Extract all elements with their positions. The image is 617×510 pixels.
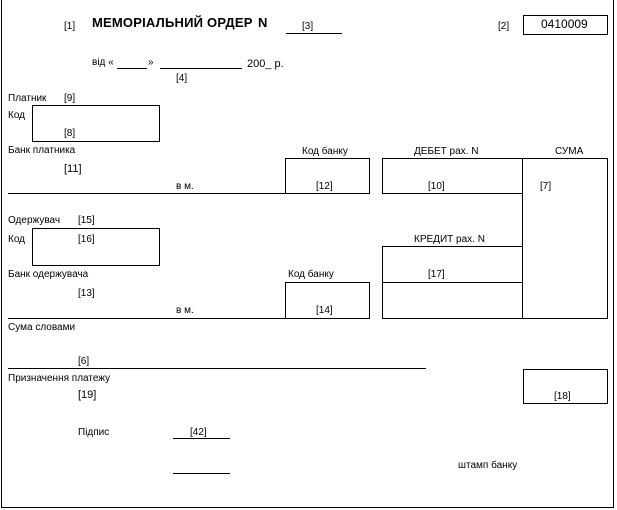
- payer-code-label: Код: [8, 110, 26, 121]
- ref-19: [19]: [78, 389, 97, 401]
- ref-18: [18]: [554, 391, 571, 402]
- payer-city-label: в м.: [176, 181, 194, 192]
- form-border-bottom: [1, 507, 614, 508]
- receiver-code-label: Код: [8, 234, 26, 245]
- form-border-left: [1, 0, 2, 508]
- date-from-label: від «: [92, 57, 114, 68]
- ref-11: [11]: [64, 163, 82, 175]
- ref-10: [10]: [428, 181, 445, 192]
- date-year-suffix: 200_ р.: [247, 58, 284, 70]
- purpose-label: Призначення платежу: [8, 373, 111, 384]
- receiver-section-line: [8, 318, 285, 319]
- ref-16: [16]: [78, 234, 95, 245]
- purpose-code-box: [523, 369, 608, 404]
- receiver-bank-code-box: [285, 282, 370, 319]
- receiver-bank-label: Банк одержувача: [8, 269, 89, 280]
- sum-box: [522, 158, 608, 319]
- date-day-line: [117, 68, 147, 69]
- payer-bank-label: Банк платника: [8, 145, 76, 156]
- ref-1: [1]: [64, 21, 76, 32]
- ref-7: [7]: [540, 181, 552, 192]
- ref-2: [2]: [498, 21, 510, 32]
- credit-divider-line: [382, 282, 523, 283]
- ref-3: [3]: [302, 21, 314, 32]
- receiver-code-box: [32, 228, 160, 266]
- ref-9: [9]: [64, 93, 76, 104]
- payer-label: Платник: [8, 93, 47, 104]
- sum-label: СУМА: [555, 146, 584, 157]
- stamp-label: штамп банку: [458, 460, 518, 471]
- sum-words-label: Сума словами: [8, 322, 76, 333]
- ref-6: [6]: [78, 356, 90, 367]
- ref-17: [17]: [428, 269, 445, 280]
- ref-12: [12]: [316, 181, 333, 192]
- signature-label: Підпис: [78, 427, 110, 438]
- credit-label: КРЕДИТ рах. N: [414, 234, 485, 245]
- page-title: МЕМОРІАЛЬНИЙ ОРДЕР: [92, 15, 253, 30]
- payer-bank-code-box: [285, 158, 370, 194]
- debit-label: ДЕБЕТ рах. N: [414, 146, 479, 157]
- ref-42: [42]: [190, 427, 207, 438]
- ref-14: [14]: [316, 305, 333, 316]
- receiver-bank-code-label: Код банку: [288, 269, 334, 280]
- order-number-line: [286, 33, 342, 34]
- date-month-line: [160, 68, 242, 69]
- form-code: 0410009: [541, 17, 588, 31]
- ref-13: [13]: [78, 288, 95, 299]
- date-close-quote: »: [148, 57, 154, 68]
- ref-4: [4]: [176, 73, 188, 84]
- receiver-label: Одержувач: [8, 215, 61, 226]
- form-code-box: [523, 15, 608, 35]
- sum-words-line: [8, 368, 426, 369]
- payer-bank-code-label: Код банку: [302, 146, 348, 157]
- receiver-city-label: в м.: [176, 305, 194, 316]
- debit-account-box: [382, 158, 523, 194]
- form-border-right: [613, 0, 614, 508]
- signature-line-1: [173, 438, 230, 439]
- payer-section-line: [8, 193, 285, 194]
- ref-15: [15]: [78, 215, 95, 226]
- signature-line-2: [173, 473, 230, 474]
- number-sign: N: [258, 15, 268, 30]
- ref-8: [8]: [64, 128, 76, 139]
- payer-code-box: [32, 105, 160, 142]
